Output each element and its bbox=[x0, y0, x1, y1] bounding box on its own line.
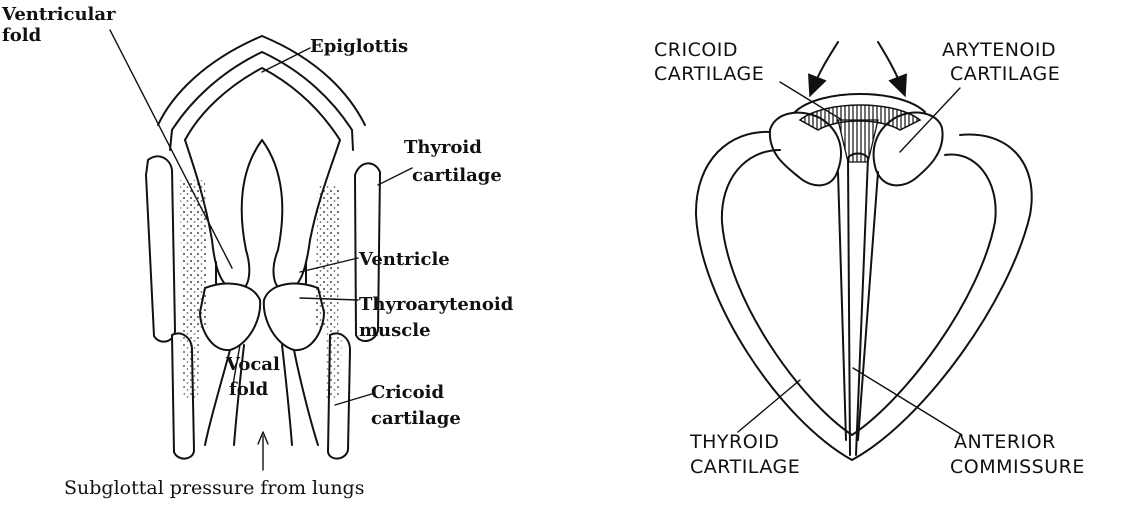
thyroid-shield bbox=[696, 132, 1032, 460]
glottis bbox=[838, 154, 878, 456]
label-cricoid-cartilage-right: CRICOID CARTILAGE bbox=[654, 39, 764, 85]
label-anterior-commissure: ANTERIOR COMMISSURE bbox=[950, 431, 1085, 478]
caption-subglottal-pressure: Subglottal pressure from lungs bbox=[64, 477, 364, 499]
label-epiglottis: Epiglottis bbox=[310, 36, 408, 57]
label-ventricular-fold: Ventricular fold bbox=[1, 4, 122, 46]
cricoid-ring bbox=[795, 94, 925, 162]
label-cricoid-cartilage: Cricoid cartilage bbox=[371, 382, 461, 429]
coronal-section-diagram: Ventricular fold Epiglottis Thyroid cart… bbox=[1, 4, 520, 499]
superior-view-diagram: CRICOID CARTILAGE ARYTENOID CARTILAGE TH… bbox=[654, 39, 1085, 478]
label-thyroid-cartilage-right: THYROID CARTILAGE bbox=[689, 431, 800, 478]
label-ventricle: Ventricle bbox=[358, 249, 450, 270]
label-thyroid-cartilage: Thyroid cartilage bbox=[404, 137, 502, 186]
subglottal-pressure-arrow bbox=[258, 432, 268, 470]
rotation-arrows bbox=[813, 42, 902, 88]
label-thyroarytenoid-muscle: Thyroarytenoid muscle bbox=[359, 294, 520, 341]
label-arytenoid-cartilage: ARYTENOID CARTILAGE bbox=[942, 39, 1063, 85]
